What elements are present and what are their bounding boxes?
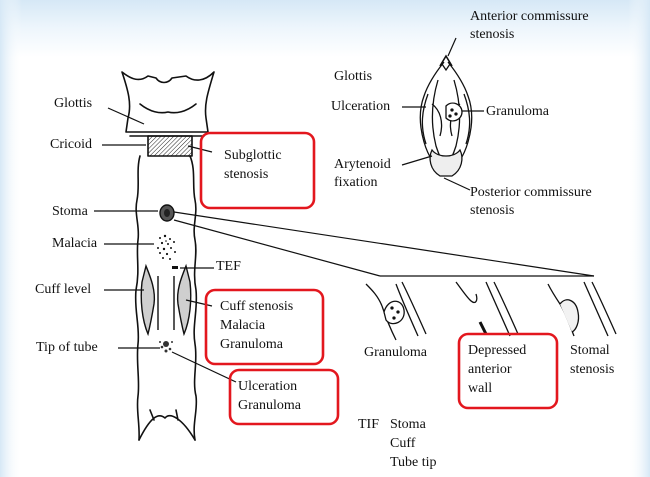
label-cuff-1: Cuff stenosis — [220, 298, 293, 315]
label-subglottic-1: Subglottic — [224, 147, 282, 164]
background-right-glow — [628, 0, 650, 477]
label-tef: TEF — [216, 258, 241, 275]
label-depressed-1: Depressed — [468, 342, 526, 359]
label-granuloma-view: Granuloma — [486, 103, 549, 120]
label-stoma: Stoma — [52, 203, 88, 220]
label-tip-1: Ulceration — [238, 378, 297, 395]
label-glottis-view: Glottis — [334, 68, 372, 85]
background-left-glow — [0, 0, 22, 477]
label-tip-of-tube: Tip of tube — [36, 339, 98, 356]
label-depressed-2: anterior — [468, 361, 512, 378]
label-glottis: Glottis — [54, 95, 92, 112]
label-granuloma-stoma: Granuloma — [364, 344, 427, 361]
tef-mark — [172, 266, 178, 269]
label-cuff-3: Granuloma — [220, 336, 283, 353]
label-cuff-2: Malacia — [220, 317, 265, 334]
label-stomal-2: stenosis — [570, 361, 614, 378]
label-ulceration-view: Ulceration — [331, 98, 390, 115]
cricoid-band — [148, 136, 192, 156]
label-cricoid: Cricoid — [50, 136, 92, 153]
tif-item-stoma: Stoma — [390, 416, 426, 433]
label-tif: TIF — [358, 416, 379, 433]
label-depressed-3: wall — [468, 380, 492, 397]
label-posterior-2: stenosis — [470, 202, 514, 219]
label-anterior-1: Anterior commissure — [470, 8, 589, 25]
label-arytenoid-1: Arytenoid — [334, 156, 391, 173]
tif-item-tube-tip: Tube tip — [390, 454, 437, 471]
label-tip-2: Granuloma — [238, 397, 301, 414]
label-malacia: Malacia — [52, 235, 97, 252]
label-cuff-level: Cuff level — [35, 281, 91, 298]
label-posterior-1: Posterior commissure — [470, 184, 592, 201]
label-arytenoid-2: fixation — [334, 174, 378, 191]
tif-item-cuff: Cuff — [390, 435, 415, 452]
label-anterior-2: stenosis — [470, 26, 514, 43]
label-subglottic-2: stenosis — [224, 166, 268, 183]
label-stomal-1: Stomal — [570, 342, 610, 359]
